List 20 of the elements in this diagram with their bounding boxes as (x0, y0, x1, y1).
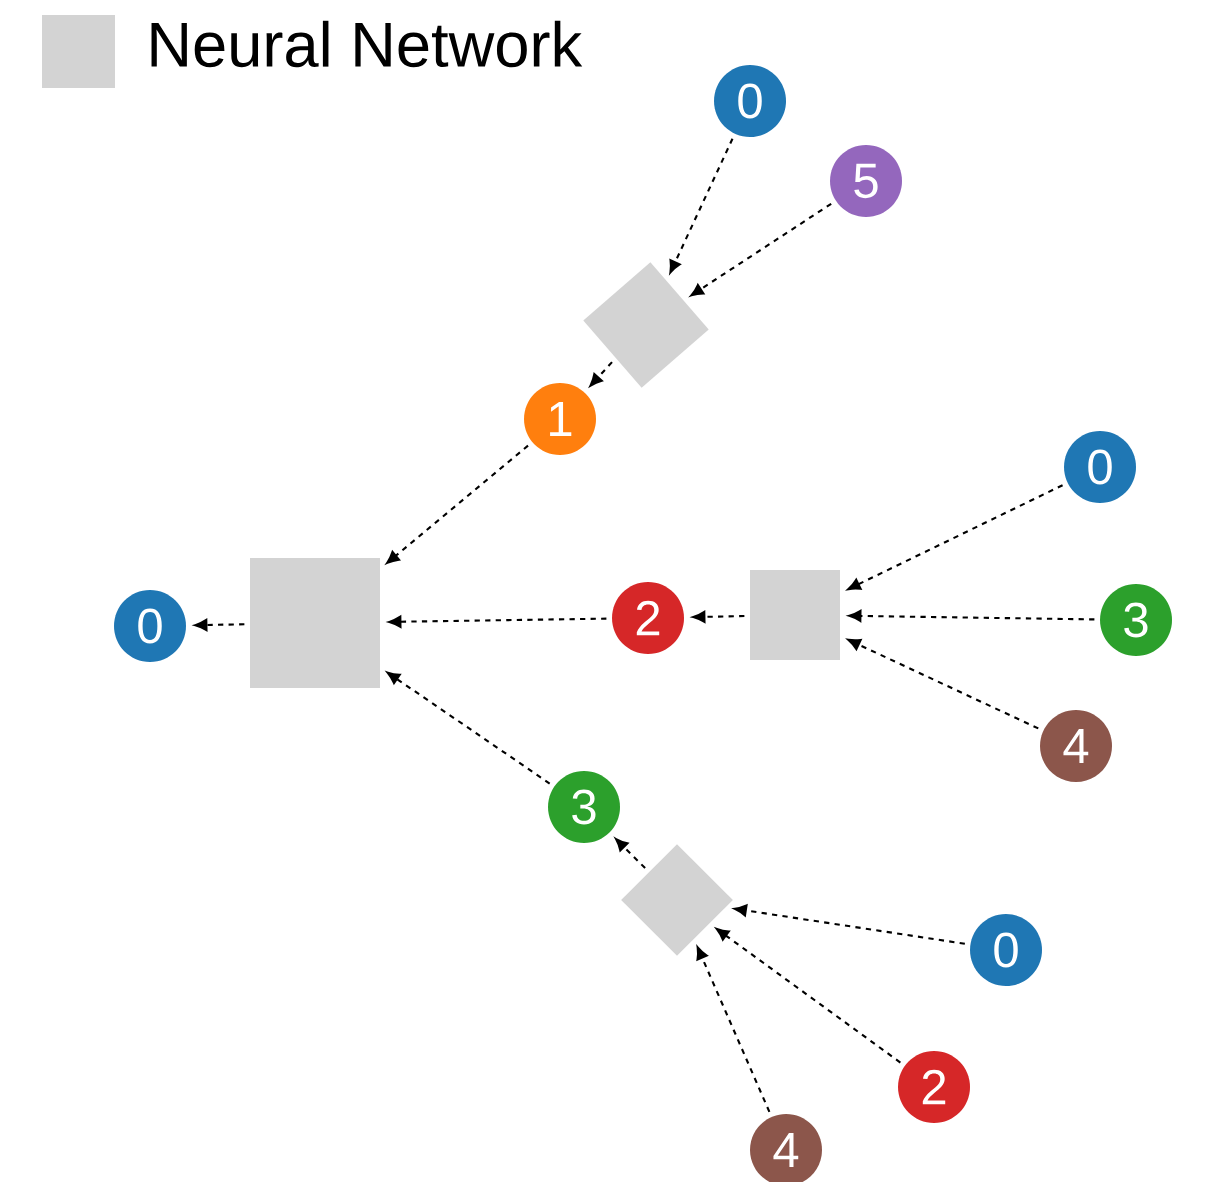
arrow (194, 618, 245, 632)
arrow (386, 444, 529, 564)
arrow (669, 138, 734, 274)
arrow (847, 484, 1064, 591)
arrow (847, 638, 1039, 730)
arrow (715, 927, 901, 1064)
arrow (690, 202, 832, 297)
arrow (386, 671, 551, 785)
network-diamond (621, 844, 733, 956)
arrow (692, 610, 745, 623)
network-diamond (583, 262, 709, 388)
arrow (848, 609, 1095, 623)
legend-label: Neural Network (151, 20, 583, 68)
network-box (250, 558, 380, 688)
arrow (589, 361, 613, 387)
arrow (615, 838, 646, 869)
arrow (696, 946, 771, 1113)
network-box (750, 570, 840, 660)
arrow (733, 904, 965, 945)
arrow (388, 615, 607, 628)
